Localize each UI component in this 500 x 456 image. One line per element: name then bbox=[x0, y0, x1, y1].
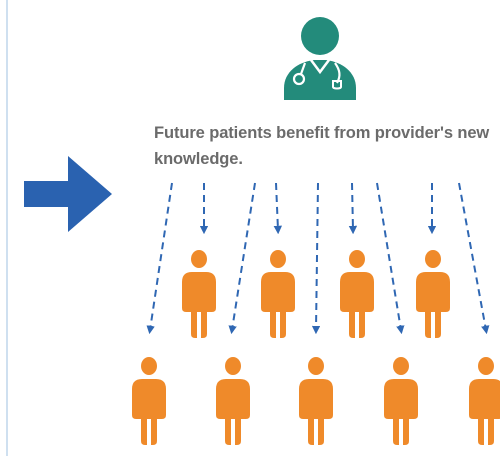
arrow-right-icon bbox=[24, 156, 112, 232]
person-icon bbox=[416, 250, 450, 338]
person-icon bbox=[340, 250, 374, 338]
dashed-arrow bbox=[273, 182, 283, 235]
person-icon bbox=[182, 250, 216, 338]
dashed-arrow bbox=[348, 182, 358, 235]
dashed-arrow bbox=[146, 182, 173, 335]
dashed-arrow bbox=[228, 182, 256, 335]
person-icon bbox=[299, 357, 333, 445]
person-icon bbox=[261, 250, 295, 338]
dashed-arrow bbox=[311, 182, 321, 335]
dashed-arrow bbox=[458, 182, 490, 335]
dashed-arrow-group bbox=[146, 182, 490, 335]
dashed-arrow bbox=[376, 182, 405, 335]
left-divider bbox=[6, 0, 8, 456]
patient-group bbox=[132, 250, 500, 445]
person-icon bbox=[469, 357, 500, 445]
doctor-stethoscope-icon bbox=[284, 17, 356, 100]
caption-text: Future patients benefit from provider's … bbox=[154, 124, 490, 168]
person-icon bbox=[132, 357, 166, 445]
person-icon bbox=[384, 357, 418, 445]
person-icon bbox=[216, 357, 250, 445]
